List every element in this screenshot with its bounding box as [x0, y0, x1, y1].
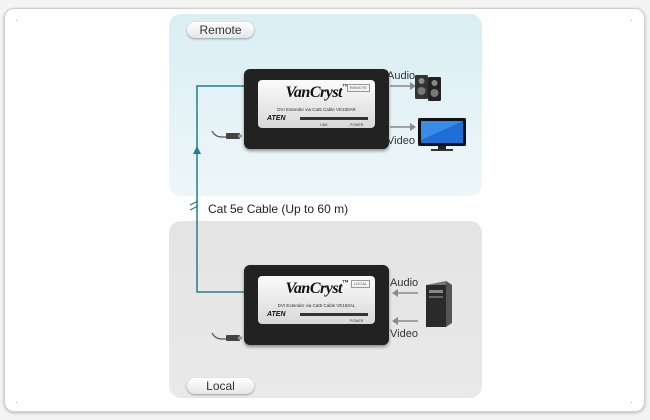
remote-tab: Remote: [187, 22, 254, 38]
video-in-arrow: [392, 317, 418, 325]
power-label: POWER: [350, 123, 364, 127]
remote-video-label: Video: [387, 135, 415, 147]
device-faceplate: VanCryst™ REMOTE DVI Extender via Cat5 C…: [258, 80, 375, 128]
unit-badge: LOCAL: [350, 280, 370, 288]
speakers-icon: [415, 75, 441, 101]
unit-badge: REMOTE: [346, 84, 370, 92]
status-bar: [300, 313, 368, 316]
cable-arrow-icon: [193, 146, 201, 154]
plug-icon: [211, 332, 242, 341]
status-bar: [300, 117, 368, 120]
brand-logo: VanCryst™: [285, 84, 348, 101]
video-out-arrow: [390, 123, 416, 131]
corner-dot: ·: [15, 15, 18, 25]
audio-out-arrow: [390, 82, 416, 90]
corner-dot: ·: [15, 397, 18, 407]
corner-dot: ·: [630, 15, 633, 25]
cable-break-mark: [189, 205, 199, 211]
cable-break-mark: [189, 200, 199, 206]
power-label: POWER: [350, 319, 364, 323]
aten-logo: ATEN: [267, 311, 286, 318]
device-faceplate: VanCryst™ LOCAL DVI Extender via Cat5 Ca…: [258, 276, 375, 324]
monitor-icon: [418, 118, 466, 151]
local-extender-unit: VanCryst™ LOCAL DVI Extender via Cat5 Ca…: [244, 265, 389, 345]
audio-in-arrow: [392, 289, 418, 297]
remote-extender-unit: VanCryst™ REMOTE DVI Extender via Cat5 C…: [244, 69, 389, 149]
corner-dot: ·: [630, 397, 633, 407]
aten-logo: ATEN: [267, 115, 286, 122]
local-video-label: Video: [390, 328, 418, 340]
local-audio-label: Audio: [390, 277, 419, 289]
cat5-cable-line: [196, 85, 244, 293]
remote-audio-label: Audio: [387, 70, 416, 82]
brand-logo: VanCryst™: [285, 280, 348, 297]
local-tab: Local: [187, 378, 254, 394]
pc-tower-icon: [426, 281, 452, 327]
link-label: LINK: [320, 123, 328, 127]
cable-label: Cat 5e Cable (Up to 60 m): [208, 202, 349, 216]
model-description: DVI Extender via Cat5 Cable VE150AL: [277, 303, 356, 308]
plug-icon: [211, 130, 242, 139]
model-description: DVI Extender via Cat5 Cable VE150AR: [277, 107, 356, 112]
